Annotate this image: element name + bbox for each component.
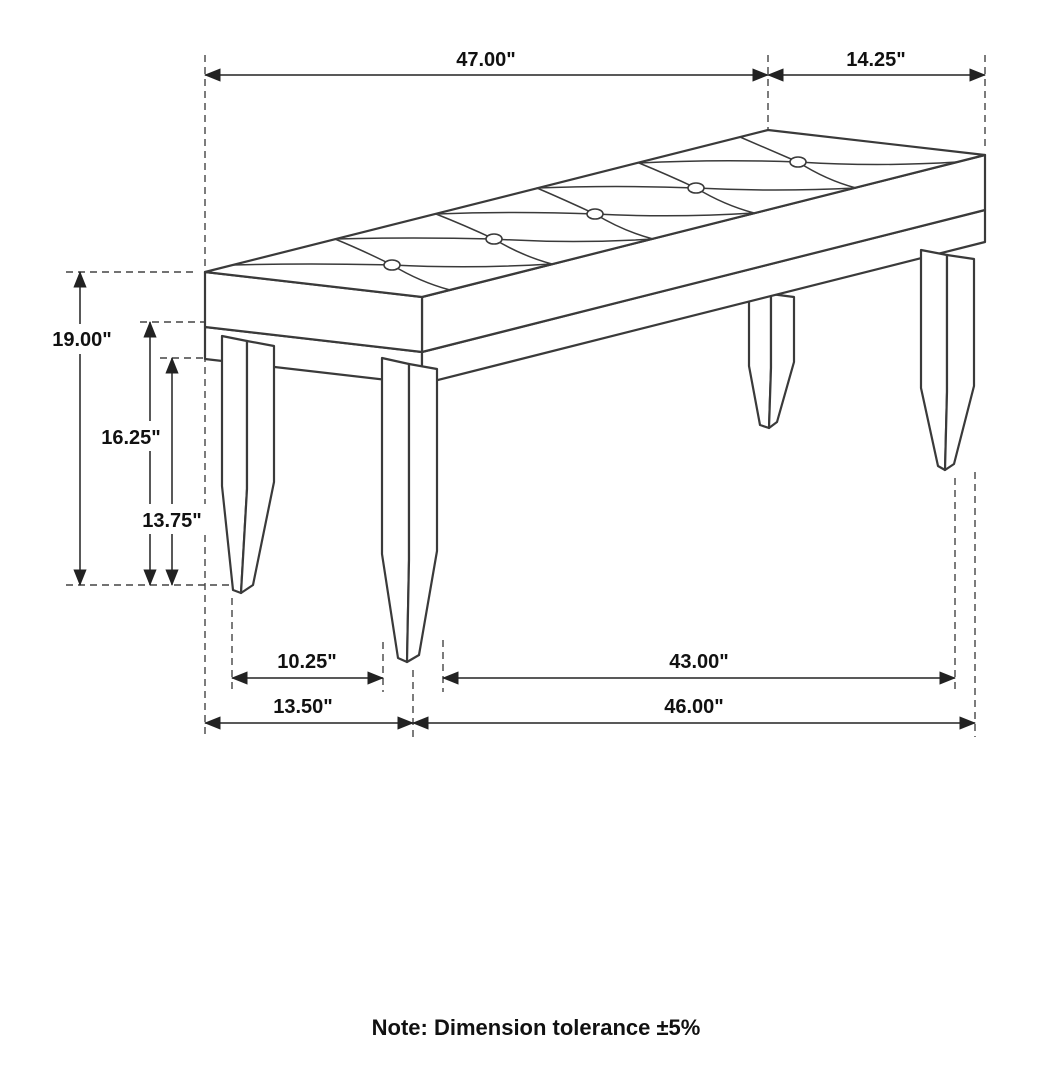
dimension-label-top-length: 47.00" — [456, 49, 516, 71]
dimension-label-height-apron: 13.75" — [142, 510, 202, 532]
label-background — [134, 504, 212, 534]
tufting-button — [383, 259, 401, 271]
leg-face — [919, 248, 949, 472]
dimension-label-height-underseat: 16.25" — [101, 427, 161, 449]
tufting-seams — [232, 136, 958, 291]
dimension-floor-leg-gap: 10.25" — [231, 651, 384, 685]
dimension-height-total: 19.00" — [44, 271, 120, 586]
tufting-button — [586, 208, 604, 220]
tufting-button — [789, 156, 807, 168]
dimension-floor-outer-span: 46.00" — [412, 696, 976, 730]
leg-face — [239, 339, 276, 595]
leg-face — [747, 288, 773, 430]
label-background — [93, 421, 171, 451]
dimension-label-floor-leg-gap: 10.25" — [277, 651, 337, 673]
dimension-label-floor-inner-span: 43.00" — [669, 651, 729, 673]
leg-face — [767, 292, 796, 430]
bench-leg-front-left — [380, 356, 439, 664]
dimension-top-length: 47.00" — [204, 49, 769, 82]
dimension-height-underseat: 16.25" — [93, 321, 171, 586]
leg-face — [380, 356, 411, 664]
bench-leg-back-right — [747, 288, 796, 430]
bench-cushion — [203, 128, 987, 354]
dimension-label-floor-outer-span: 46.00" — [664, 696, 724, 718]
dimension-floor-inner-span: 43.00" — [442, 651, 956, 685]
bench-drawing — [203, 128, 987, 664]
dimension-floor-depth: 13.50" — [204, 696, 414, 730]
leg-face — [943, 253, 976, 472]
tufting-buttons — [383, 156, 807, 271]
dimension-top-depth: 14.25" — [767, 49, 986, 82]
dimension-label-top-depth: 14.25" — [846, 49, 906, 71]
label-background — [44, 324, 120, 354]
dimension-label-height-total: 19.00" — [52, 329, 112, 351]
tolerance-note: Note: Dimension tolerance ±5% — [372, 1015, 701, 1040]
tufting-button — [485, 233, 503, 245]
dimension-label-floor-depth: 13.50" — [273, 696, 333, 718]
bench-leg-front-right — [919, 248, 976, 472]
dimension-height-apron: 13.75" — [134, 357, 212, 586]
bench-leg-back-left — [220, 334, 276, 595]
leg-face — [405, 362, 439, 664]
tufting-button — [687, 182, 705, 194]
